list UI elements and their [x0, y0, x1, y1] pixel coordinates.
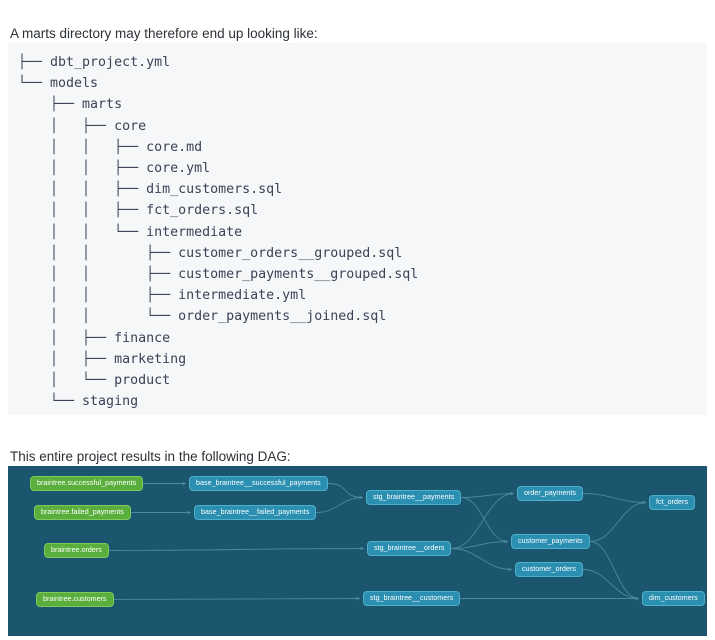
- dag-arrowhead: [356, 596, 360, 601]
- dag-node-src_orders[interactable]: braintree.orders: [44, 543, 109, 558]
- dag-edge-stg_orders-to-order_payments: [450, 493, 515, 549]
- dag-node-stg_payments[interactable]: stg_braintree__payments: [366, 490, 462, 505]
- dag-node-stg_customers[interactable]: stg_braintree__customers: [363, 591, 461, 606]
- dag-arrowhead: [504, 539, 508, 544]
- dag-node-src_customers[interactable]: braintree.customers: [36, 592, 114, 607]
- dag-edge-stg_payments-to-order_payments: [460, 493, 515, 498]
- dag-edge-customer_payments-to-dim_customers: [589, 541, 640, 599]
- dag-node-customer_orders[interactable]: customer_orders: [515, 562, 583, 577]
- dag-node-base_successful_payments[interactable]: base_braintree__successful_payments: [189, 476, 328, 491]
- dag-edge-stg_payments-to-customer_payments: [460, 497, 509, 542]
- dag-node-base_failed_payments[interactable]: base_braintree__failed_payments: [194, 505, 317, 520]
- dag-edge-src_orders-to-stg_orders: [108, 548, 365, 551]
- dag-edge-stg_orders-to-customer_orders: [450, 548, 513, 570]
- dag-paragraph: This entire project results in the follo…: [10, 448, 291, 464]
- dag-edge-customer_payments-to-fct_orders: [589, 502, 647, 542]
- dag-node-order_payments[interactable]: order_payments: [517, 486, 583, 501]
- dag-arrowhead: [359, 495, 363, 500]
- dag-arrowhead: [635, 596, 639, 601]
- dag-arrowhead: [182, 481, 186, 486]
- dag-arrowhead: [642, 500, 646, 505]
- dag-node-dim_customers[interactable]: dim_customers: [642, 591, 705, 606]
- dag-edge-base_failed_payments-to-stg_payments: [315, 497, 364, 513]
- dag-edge-stg_orders-to-customer_payments: [450, 541, 509, 549]
- dag-edge-order_payments-to-fct_orders: [582, 493, 647, 503]
- dag-arrowhead: [187, 510, 191, 515]
- dag-arrowhead: [510, 491, 514, 496]
- dag-node-stg_orders[interactable]: stg_braintree__orders: [367, 541, 452, 556]
- directory-tree-codeblock: ├── dbt_project.yml └── models ├── marts…: [8, 43, 707, 415]
- dag-edge-src_customers-to-stg_customers: [113, 598, 361, 600]
- dag-node-src_failed_payments[interactable]: braintree.failed_payments: [34, 505, 131, 520]
- directory-tree-text: ├── dbt_project.yml └── models ├── marts…: [18, 55, 419, 410]
- dag-edge-layer: [108, 481, 647, 601]
- dag-edge-base_successful_payments-to-stg_payments: [327, 483, 364, 498]
- dag-node-src_successful_payments[interactable]: braintree.successful_payments: [30, 476, 144, 491]
- dag-panel: braintree.successful_payments braintree.f…: [8, 466, 707, 636]
- dag-edge-customer_orders-to-dim_customers: [582, 569, 640, 599]
- dag-arrowhead: [508, 567, 512, 572]
- dag-node-fct_orders[interactable]: fct_orders: [649, 495, 696, 510]
- dag-arrowhead: [360, 546, 364, 551]
- dag-node-customer_payments[interactable]: customer_payments: [511, 534, 590, 549]
- intro-paragraph: A marts directory may therefore end up l…: [10, 25, 318, 41]
